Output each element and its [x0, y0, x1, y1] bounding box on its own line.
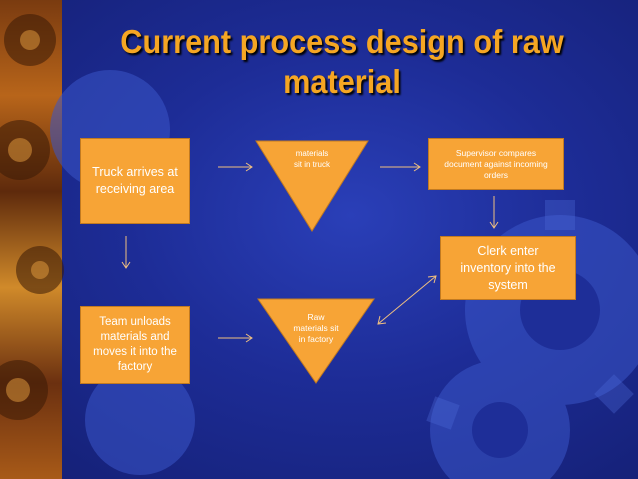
team-unloads-box: Team unloads materials and moves it into…: [80, 306, 190, 384]
supervisor-compares-label: Supervisor compares document against inc…: [444, 147, 548, 180]
arrow-raw-materials-clerk: [377, 275, 437, 325]
clerk-enter-label: Clerk enter inventory into the system: [460, 243, 556, 292]
truck-arrives-box: Truck arrives at receiving area: [80, 138, 190, 224]
team-unloads-label: Team unloads materials and moves it into…: [93, 316, 177, 373]
raw-materials-in-factory-label: Raw materials sit in factory: [293, 312, 339, 344]
clerk-enter-box: Clerk enter inventory into the system: [440, 236, 576, 300]
raw-materials-in-factory-triangle: [257, 298, 375, 384]
truck-arrives-label: Truck arrives at receiving area: [92, 165, 178, 196]
materials-sit-in-truck-triangle: [255, 140, 369, 232]
supervisor-compares-box: Supervisor compares document against inc…: [428, 138, 564, 190]
slide-title: Current process design of raw material: [120, 23, 564, 100]
materials-sit-in-truck-label: materials sit in truck: [293, 149, 330, 169]
